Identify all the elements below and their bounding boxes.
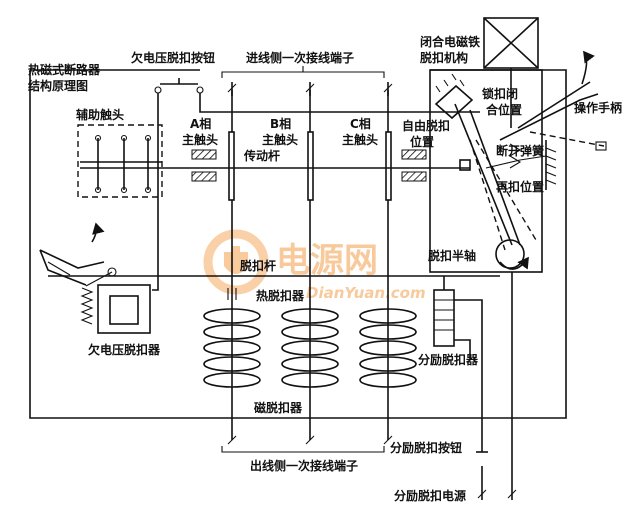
trip-half-shaft-label: 脱扣半轴 [428, 248, 476, 263]
phase-c-label-2: 主触头 [342, 132, 378, 147]
retrip-position-label: 再扣位置 [496, 179, 544, 194]
phase-b-label-1: B相 [270, 116, 291, 131]
lock-close-label-2: 合位置 [486, 102, 522, 117]
phase-a-label-2: 主触头 [182, 132, 218, 147]
undervoltage-button-label: 欠电压脱扣按钮 [131, 50, 215, 65]
undervoltage-button [152, 78, 480, 291]
trip-mechanism [434, 50, 607, 270]
phase-c-label-1: C相 [350, 116, 371, 131]
free-trip-label-2: 位置 [410, 134, 434, 149]
labels: 热磁式断路器 结构原理图 欠电压脱扣按钮 进线侧一次接线端子 闭合电磁铁 脱扣机… [28, 34, 622, 503]
shunt-button-label: 分励脱扣按钮 [390, 440, 462, 455]
operating-handle-label: 操作手柄 [574, 100, 622, 115]
input-terminal-bar [221, 66, 393, 96]
input-terminals-label: 进线侧一次接线端子 [246, 50, 354, 65]
output-terminals-label: 出线侧一次接线端子 [250, 458, 358, 473]
closing-mechanism-label-2: 脱扣机构 [420, 50, 468, 65]
magnetic-releases [203, 308, 417, 440]
auxiliary-contacts-label: 辅助触头 [76, 107, 124, 122]
shunt-power-label: 分励脱扣电源 [394, 488, 466, 503]
phase-b-label-2: 主触头 [262, 132, 298, 147]
shunt-release [433, 276, 483, 440]
free-trip-label-1: 自由脱扣 [402, 118, 450, 133]
transmission-rod-label: 传动杆 [243, 148, 280, 163]
thermal-release-label: 热脱扣器 [256, 288, 305, 303]
opening-spring-label: 断开弹簧 [496, 143, 544, 158]
title-line1: 热磁式断路器 [28, 62, 101, 77]
phase-a-label-1: A相 [190, 116, 211, 131]
lock-close-label-1: 锁扣闭 [482, 86, 518, 101]
coil-b [281, 308, 339, 440]
closing-mechanism-label-1: 闭合电磁铁 [420, 34, 480, 49]
watermark-en: DianYuan.com [306, 284, 426, 302]
undervoltage-release-label: 欠电压脱扣器 [88, 342, 161, 357]
shunt-release-label: 分励脱扣器 [418, 352, 479, 367]
watermark-cn: 电源网 [276, 241, 378, 281]
title-line2: 结构原理图 [28, 78, 88, 93]
output-terminal-bar [221, 435, 393, 453]
coil-a [203, 308, 261, 440]
magnetic-release-label: 磁脱扣器 [253, 400, 303, 415]
coil-c [359, 308, 417, 440]
enclosure [29, 69, 567, 419]
undervoltage-release [39, 222, 151, 334]
auxiliary-contacts [77, 124, 163, 198]
trip-rod-label: 脱扣杆 [240, 258, 276, 273]
phase-contacts [191, 90, 427, 300]
shunt-button [476, 272, 517, 500]
closing-electromagnet [483, 17, 539, 128]
